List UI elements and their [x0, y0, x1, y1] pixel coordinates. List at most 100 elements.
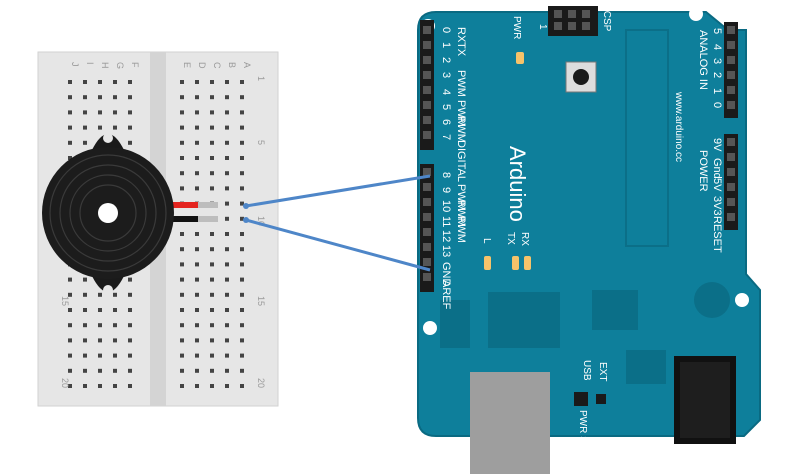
mount-hole [423, 321, 437, 335]
col-letter: J [70, 62, 80, 67]
digital-label: DIGITAL [455, 140, 467, 182]
breadboard-hole [180, 232, 184, 236]
breadboard-hole [128, 323, 132, 328]
breadboard-hole [128, 95, 132, 100]
digital-pin-labels-top: 0 1 2 3 4 5 6 7 RX TX PWM PWM PWM [440, 27, 467, 143]
breadboard-hole [210, 80, 214, 84]
breadboard-hole [225, 384, 229, 388]
breadboard-hole [195, 353, 199, 358]
breadboard-hole [113, 125, 117, 130]
row-number: 5 [256, 140, 266, 145]
header-pin [423, 71, 431, 79]
breadboard-row-numbers: 1 5 10 15 20 15 20 [60, 76, 266, 388]
digital-pin-side-label: PWM [455, 116, 467, 143]
breadboard-hole [83, 140, 87, 145]
breadboard-hole [128, 308, 132, 312]
header-pin [423, 86, 431, 94]
arduino-url: www.arduino.cc [673, 91, 684, 162]
icsp-label: ICSP [601, 8, 612, 32]
breadboard-hole [195, 323, 199, 328]
analog-in-label: ANALOG IN [697, 30, 709, 90]
buzzer-mount-tab-bottom [92, 276, 124, 292]
breadboard-hole [98, 338, 102, 343]
breadboard-hole [240, 216, 244, 221]
breadboard-hole [180, 308, 184, 312]
breadboard-hole [240, 384, 244, 388]
reset-button[interactable] [565, 61, 597, 93]
breadboard-hole [210, 353, 214, 358]
breadboard-hole [68, 156, 72, 160]
breadboard-hole [180, 80, 184, 84]
breadboard-hole [180, 125, 184, 130]
breadboard-hole [180, 384, 184, 388]
breadboard-hole [128, 80, 132, 84]
digital-pin-number: 7 [440, 134, 452, 140]
header-pin [727, 71, 735, 79]
breadboard-hole [225, 95, 229, 100]
breadboard-hole [225, 262, 229, 267]
breadboard-hole [195, 95, 199, 100]
digital-pin-number: 6 [440, 119, 452, 125]
breadboard-hole [210, 125, 214, 130]
breadboard-hole [180, 338, 184, 343]
breadboard-hole [240, 140, 244, 145]
breadboard-hole [210, 186, 214, 191]
board-component [694, 282, 730, 318]
breadboard-hole [113, 308, 117, 312]
breadboard-hole [113, 353, 117, 358]
buzzer-lead-red [170, 202, 200, 208]
breadboard-hole [98, 323, 102, 328]
breadboard-column-letters-right: E D C B A [182, 62, 252, 69]
breadboard-hole [68, 110, 72, 115]
breadboard-hole [68, 95, 72, 100]
icsp-pin [582, 22, 590, 30]
header-pin [727, 101, 735, 109]
col-letter: I [85, 62, 95, 65]
pwr-sel-jumper[interactable] [574, 392, 588, 406]
header-pin [423, 56, 431, 64]
board-component [440, 300, 470, 348]
breadboard-hole [68, 140, 72, 145]
breadboard-hole [113, 292, 117, 297]
breadboard-hole [225, 125, 229, 130]
header-pin [423, 116, 431, 124]
aref-label: AREF [440, 280, 452, 310]
icsp-pin [582, 10, 590, 18]
digital-pin-number: 8 [440, 172, 452, 178]
breadboard-hole [225, 353, 229, 358]
reset-button-cap [573, 69, 589, 85]
analog-pin-number: 1 [711, 88, 723, 94]
col-letter: G [115, 62, 125, 69]
breadboard-hole [240, 338, 244, 343]
breadboard-hole [240, 186, 244, 191]
breadboard-hole [180, 368, 184, 373]
wire-pin8 [245, 174, 431, 208]
breadboard-hole [195, 262, 199, 267]
digital-pin-number: 1 [440, 42, 452, 48]
col-letter: F [130, 62, 140, 68]
header-pin [423, 168, 431, 176]
digital-pin-side-label: PWM [455, 200, 467, 227]
breadboard-hole [180, 156, 184, 160]
arduino-board: 0 1 2 3 4 5 6 7 RX TX PWM PWM PWM DIGITA… [417, 6, 761, 474]
breadboard-hole [195, 292, 199, 297]
breadboard-hole [225, 216, 229, 221]
breadboard-hole [210, 277, 214, 282]
breadboard-hole [128, 110, 132, 115]
header-pin [423, 228, 431, 236]
breadboard-hole [128, 338, 132, 343]
chip-outline [625, 29, 669, 247]
breadboard-hole [210, 368, 214, 373]
breadboard-hole [83, 277, 87, 282]
buzzer-ring [59, 164, 157, 262]
piezo-buzzer [42, 133, 218, 295]
breadboard-hole [240, 308, 244, 312]
col-letter: E [182, 62, 192, 68]
wire-end [243, 203, 249, 209]
breadboard-hole [195, 232, 199, 236]
digital-pin-number: 10 [440, 200, 452, 212]
breadboard-hole [195, 171, 199, 176]
breadboard-hole [98, 292, 102, 297]
breadboard-hole [225, 156, 229, 160]
wire-end [243, 217, 249, 223]
